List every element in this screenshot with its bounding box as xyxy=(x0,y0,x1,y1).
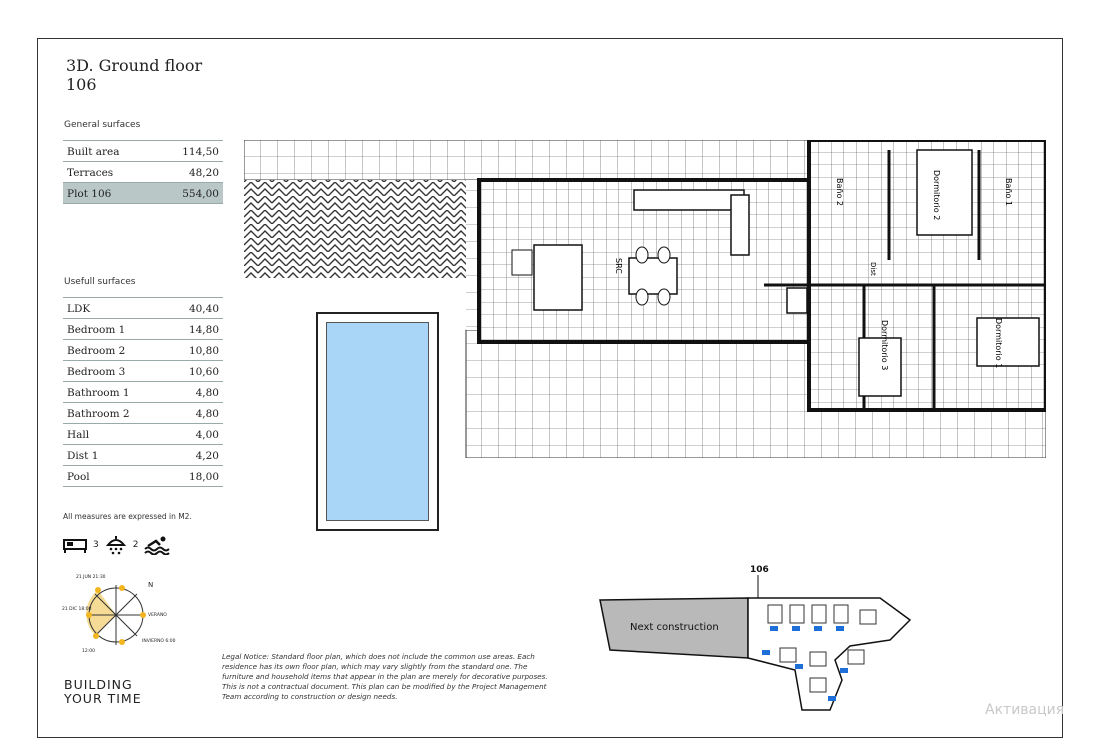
sun-sector xyxy=(86,590,116,636)
logo-line2: YOUR TIME xyxy=(64,691,142,706)
activation-watermark: Активация xyxy=(985,702,1065,718)
measures-note: All measures are expressed in M2. xyxy=(63,512,192,521)
room-label-dormitorio1: Dormitorio 1 xyxy=(994,318,1003,368)
row-label: Bedroom 2 xyxy=(63,339,167,361)
row-value: 4,80 xyxy=(166,402,223,424)
legal-notice: Legal Notice: Standard floor plan, which… xyxy=(222,652,548,701)
row-label: Hall xyxy=(63,423,167,445)
bed-3 xyxy=(858,337,902,397)
bed-2 xyxy=(916,149,973,236)
house-blocks xyxy=(767,604,877,693)
row-value: 10,80 xyxy=(166,339,223,361)
row-value: 18,00 xyxy=(166,465,223,487)
swimming-icon xyxy=(144,536,171,555)
row-value: 14,80 xyxy=(166,318,223,340)
compass-summer-label: 21 JUN 21:30 xyxy=(76,574,106,580)
compass-winter-label: 21 DIC 18:00 xyxy=(62,606,92,612)
residential-lots xyxy=(747,597,912,711)
compass-verano-label: VERANO xyxy=(148,612,167,618)
features-row: 3 2 xyxy=(63,535,171,555)
top-terrace xyxy=(244,140,810,181)
useful-surfaces-heading: Usefull surfaces xyxy=(64,277,136,287)
dining-table xyxy=(628,257,678,295)
row-value: 4,20 xyxy=(166,444,223,466)
sun-markers xyxy=(86,585,146,645)
row-label: Bathroom 2 xyxy=(63,402,167,424)
row-value: 4,80 xyxy=(166,381,223,403)
row-label: Bedroom 3 xyxy=(63,360,167,382)
row-label: Built area xyxy=(63,140,155,162)
row-label: Bedroom 1 xyxy=(63,318,167,340)
bed-1 xyxy=(976,317,1040,367)
row-label: Dist 1 xyxy=(63,444,167,466)
room-label-src: SRC xyxy=(614,258,623,274)
room-label-bano2: Baño 2 xyxy=(835,178,844,206)
room-label-dormitorio3: Dormitorio 3 xyxy=(880,320,889,370)
sun-compass-diagram: N 21 JUN 21:30 21 DIC 18:00 VERANO INVIE… xyxy=(62,574,176,654)
shower-icon xyxy=(105,536,126,555)
page-title: 3D. Ground floor 106 xyxy=(66,56,202,94)
bed-icon xyxy=(63,539,87,553)
row-value: 40,40 xyxy=(166,297,223,319)
row-label: Bathroom 1 xyxy=(63,381,167,403)
next-construction-label: Next construction xyxy=(630,622,719,633)
row-label: Pool xyxy=(63,465,167,487)
row-value: 10,60 xyxy=(166,360,223,382)
row-label: LDK xyxy=(63,297,167,319)
row-value: 4,00 xyxy=(166,423,223,445)
site-plot-label: 106 xyxy=(750,565,769,575)
room-label-bano1: Baño 1 xyxy=(1004,178,1013,206)
compass-n-label: N xyxy=(148,581,153,589)
compass-invierno-label: INVIERNO 6:00 xyxy=(142,638,176,644)
garden-herringbone xyxy=(244,180,466,278)
row-label: Plot 106 xyxy=(63,182,155,204)
row-value: 48,20 xyxy=(154,161,223,183)
row-value: 554,00 xyxy=(154,182,223,204)
title-line1: 3D. Ground floor xyxy=(66,56,203,75)
row-value: 114,50 xyxy=(154,140,223,162)
kitchen-counter xyxy=(633,189,745,211)
brand-logo: BUILDING YOUR TIME xyxy=(64,678,142,706)
general-surfaces-heading: General surfaces xyxy=(64,120,141,130)
sofa xyxy=(533,244,583,311)
bedrooms-count: 3 xyxy=(93,540,99,550)
floor-plan: Baño 2 Dormitorio 2 Baño 1 Dist Dormitor… xyxy=(244,140,1046,458)
site-plan: 106 Next construction xyxy=(599,565,912,711)
pool-markers xyxy=(762,626,848,701)
compass-s-label: 12:00 xyxy=(82,648,95,654)
room-label-dist: Dist xyxy=(869,262,877,276)
pool-water xyxy=(326,322,429,521)
bathrooms-count: 2 xyxy=(132,540,139,550)
pool-outline xyxy=(316,312,439,531)
logo-line1: BUILDING xyxy=(64,677,133,692)
row-label: Terraces xyxy=(63,161,155,183)
title-line2: 106 xyxy=(66,75,97,94)
room-label-dormitorio2: Dormitorio 2 xyxy=(932,170,941,220)
